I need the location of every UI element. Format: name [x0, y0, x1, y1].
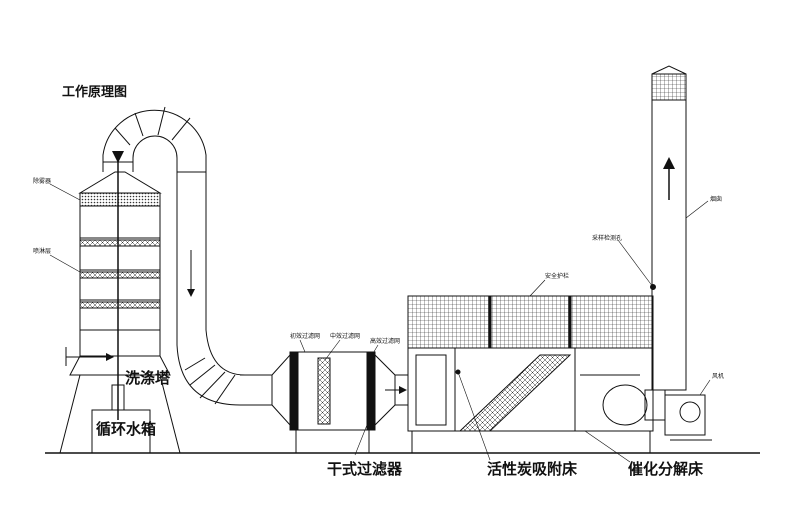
catalytic-bed-label: 催化分解床 [628, 460, 704, 478]
fan-callout: 风机 [712, 372, 724, 380]
filter-1-callout: 初效过滤网 [290, 332, 320, 340]
safety-rail [407, 295, 654, 349]
safety-callout: 安全护栏 [545, 272, 569, 280]
adsorption-unit [407, 295, 654, 453]
chimney-callout: 烟囱 [710, 195, 722, 203]
filter-3-callout: 高效过滤网 [370, 337, 400, 345]
spray-callout: 喷淋层 [33, 247, 51, 255]
diagram-title: 工作原理图 [62, 84, 127, 100]
scrubber-tower [59, 151, 181, 454]
leader-lines [49, 183, 711, 463]
fan [602, 384, 712, 441]
demister-layer [79, 192, 161, 207]
dry-filter-label: 干式过滤器 [327, 460, 403, 478]
scrubber-label: 洗涤塔 [125, 369, 171, 387]
filter-2-callout: 中效过滤网 [330, 332, 360, 340]
water-tank-label: 循环水箱 [96, 420, 156, 438]
connecting-duct [102, 106, 291, 427]
dry-filter-unit [289, 351, 408, 453]
demister-callout: 除雾器 [33, 177, 51, 185]
sampling-callout: 采样检测孔 [592, 234, 622, 242]
carbon-bed-label: 活性炭吸附床 [487, 460, 578, 478]
chimney [650, 65, 687, 391]
